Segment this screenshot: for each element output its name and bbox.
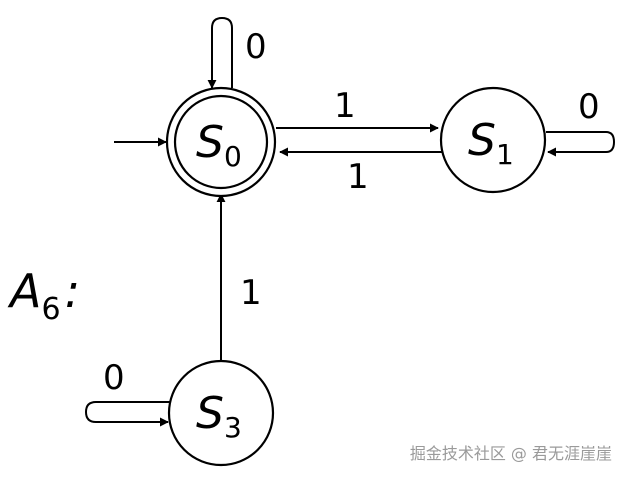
svg-text:A6:: A6:	[7, 264, 80, 327]
state-s3-label: S3	[196, 388, 242, 444]
watermark-text: 掘金技术社区 @ 君无涯崖崖	[409, 444, 612, 463]
transition-label-s0-s1: 1	[334, 86, 356, 126]
state-s1: S1	[439, 86, 547, 194]
transition-s0-s0	[207, 16, 233, 89]
automaton-subscript: 6	[41, 292, 60, 327]
state-s0: S0	[165, 86, 277, 198]
transition-label-s1-s0: 1	[347, 157, 369, 197]
transition-label-s3-s3: 0	[103, 358, 125, 398]
automaton-name: A	[7, 264, 41, 318]
state-s0-label: S0	[196, 117, 242, 173]
automaton-colon: :	[65, 264, 81, 318]
automaton-label: A6:	[7, 264, 80, 327]
transition-label-s0-s0: 0	[245, 27, 267, 67]
transition-label-s3-s0: 1	[240, 273, 262, 313]
transition-s1-s1	[546, 131, 616, 157]
state-s3: S3	[167, 359, 275, 467]
transition-label-s1-s1: 0	[578, 87, 600, 127]
state-s0-inner-ring	[173, 94, 269, 190]
transition-s3-s3	[84, 401, 172, 427]
state-s1-label: S1	[468, 115, 514, 171]
